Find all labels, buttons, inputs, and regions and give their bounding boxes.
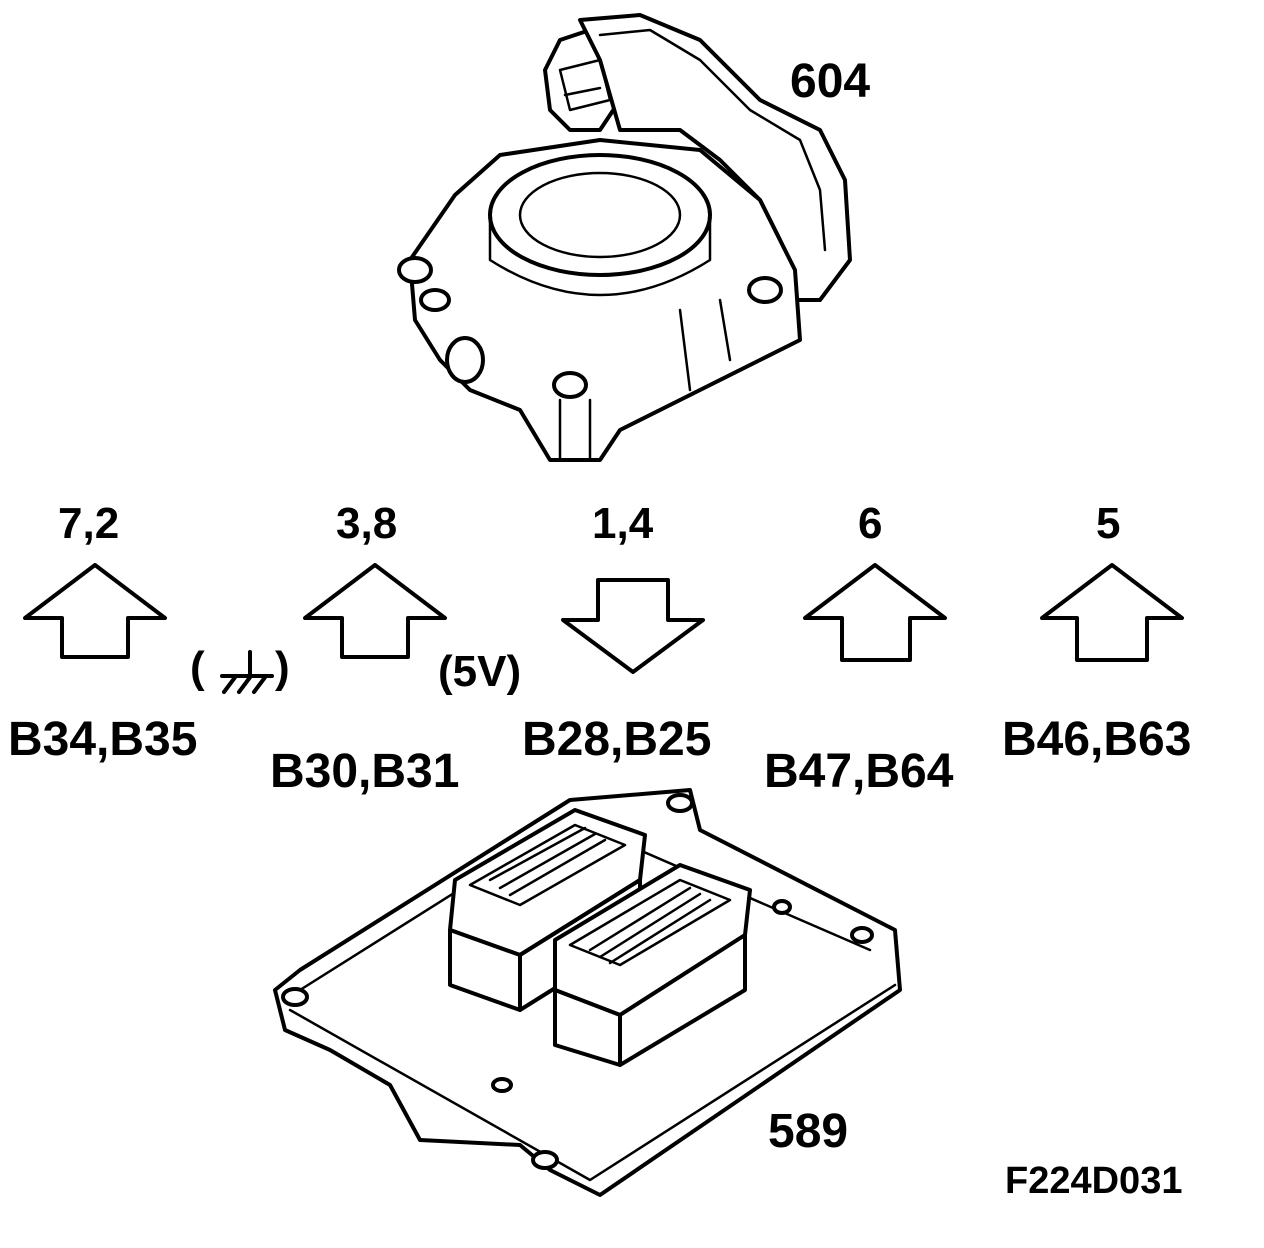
pin-label-3: 1,4 xyxy=(592,499,654,548)
pin-label-2: 3,8 xyxy=(336,499,398,548)
terminal-label-3: B28,B25 xyxy=(522,713,712,766)
terminal-label-4: B47,B64 xyxy=(764,745,954,798)
pin-label-1: 7,2 xyxy=(58,499,120,548)
ground-paren-close: ) xyxy=(275,643,290,692)
arrow-up-5 xyxy=(1040,563,1184,662)
pin-label-4: 6 xyxy=(858,499,883,548)
terminal-label-1: B34,B35 xyxy=(8,713,198,766)
arrow-up-2 xyxy=(303,563,447,659)
figure-code: F224D031 xyxy=(1005,1160,1183,1202)
terminal-label-5: B46,B63 xyxy=(1002,713,1192,766)
arrow-down-3 xyxy=(561,578,705,674)
terminal-label-2: B30,B31 xyxy=(270,745,460,798)
arrow-up-1 xyxy=(23,563,167,659)
ground-symbol xyxy=(220,650,274,694)
ground-paren-open: ( xyxy=(190,643,205,692)
arrow-up-4 xyxy=(803,563,947,662)
control-module-number: 589 xyxy=(768,1105,849,1158)
voltage-annotation: (5V) xyxy=(438,647,522,696)
throttle-body-number: 604 xyxy=(790,55,871,108)
pin-label-5: 5 xyxy=(1096,499,1121,548)
